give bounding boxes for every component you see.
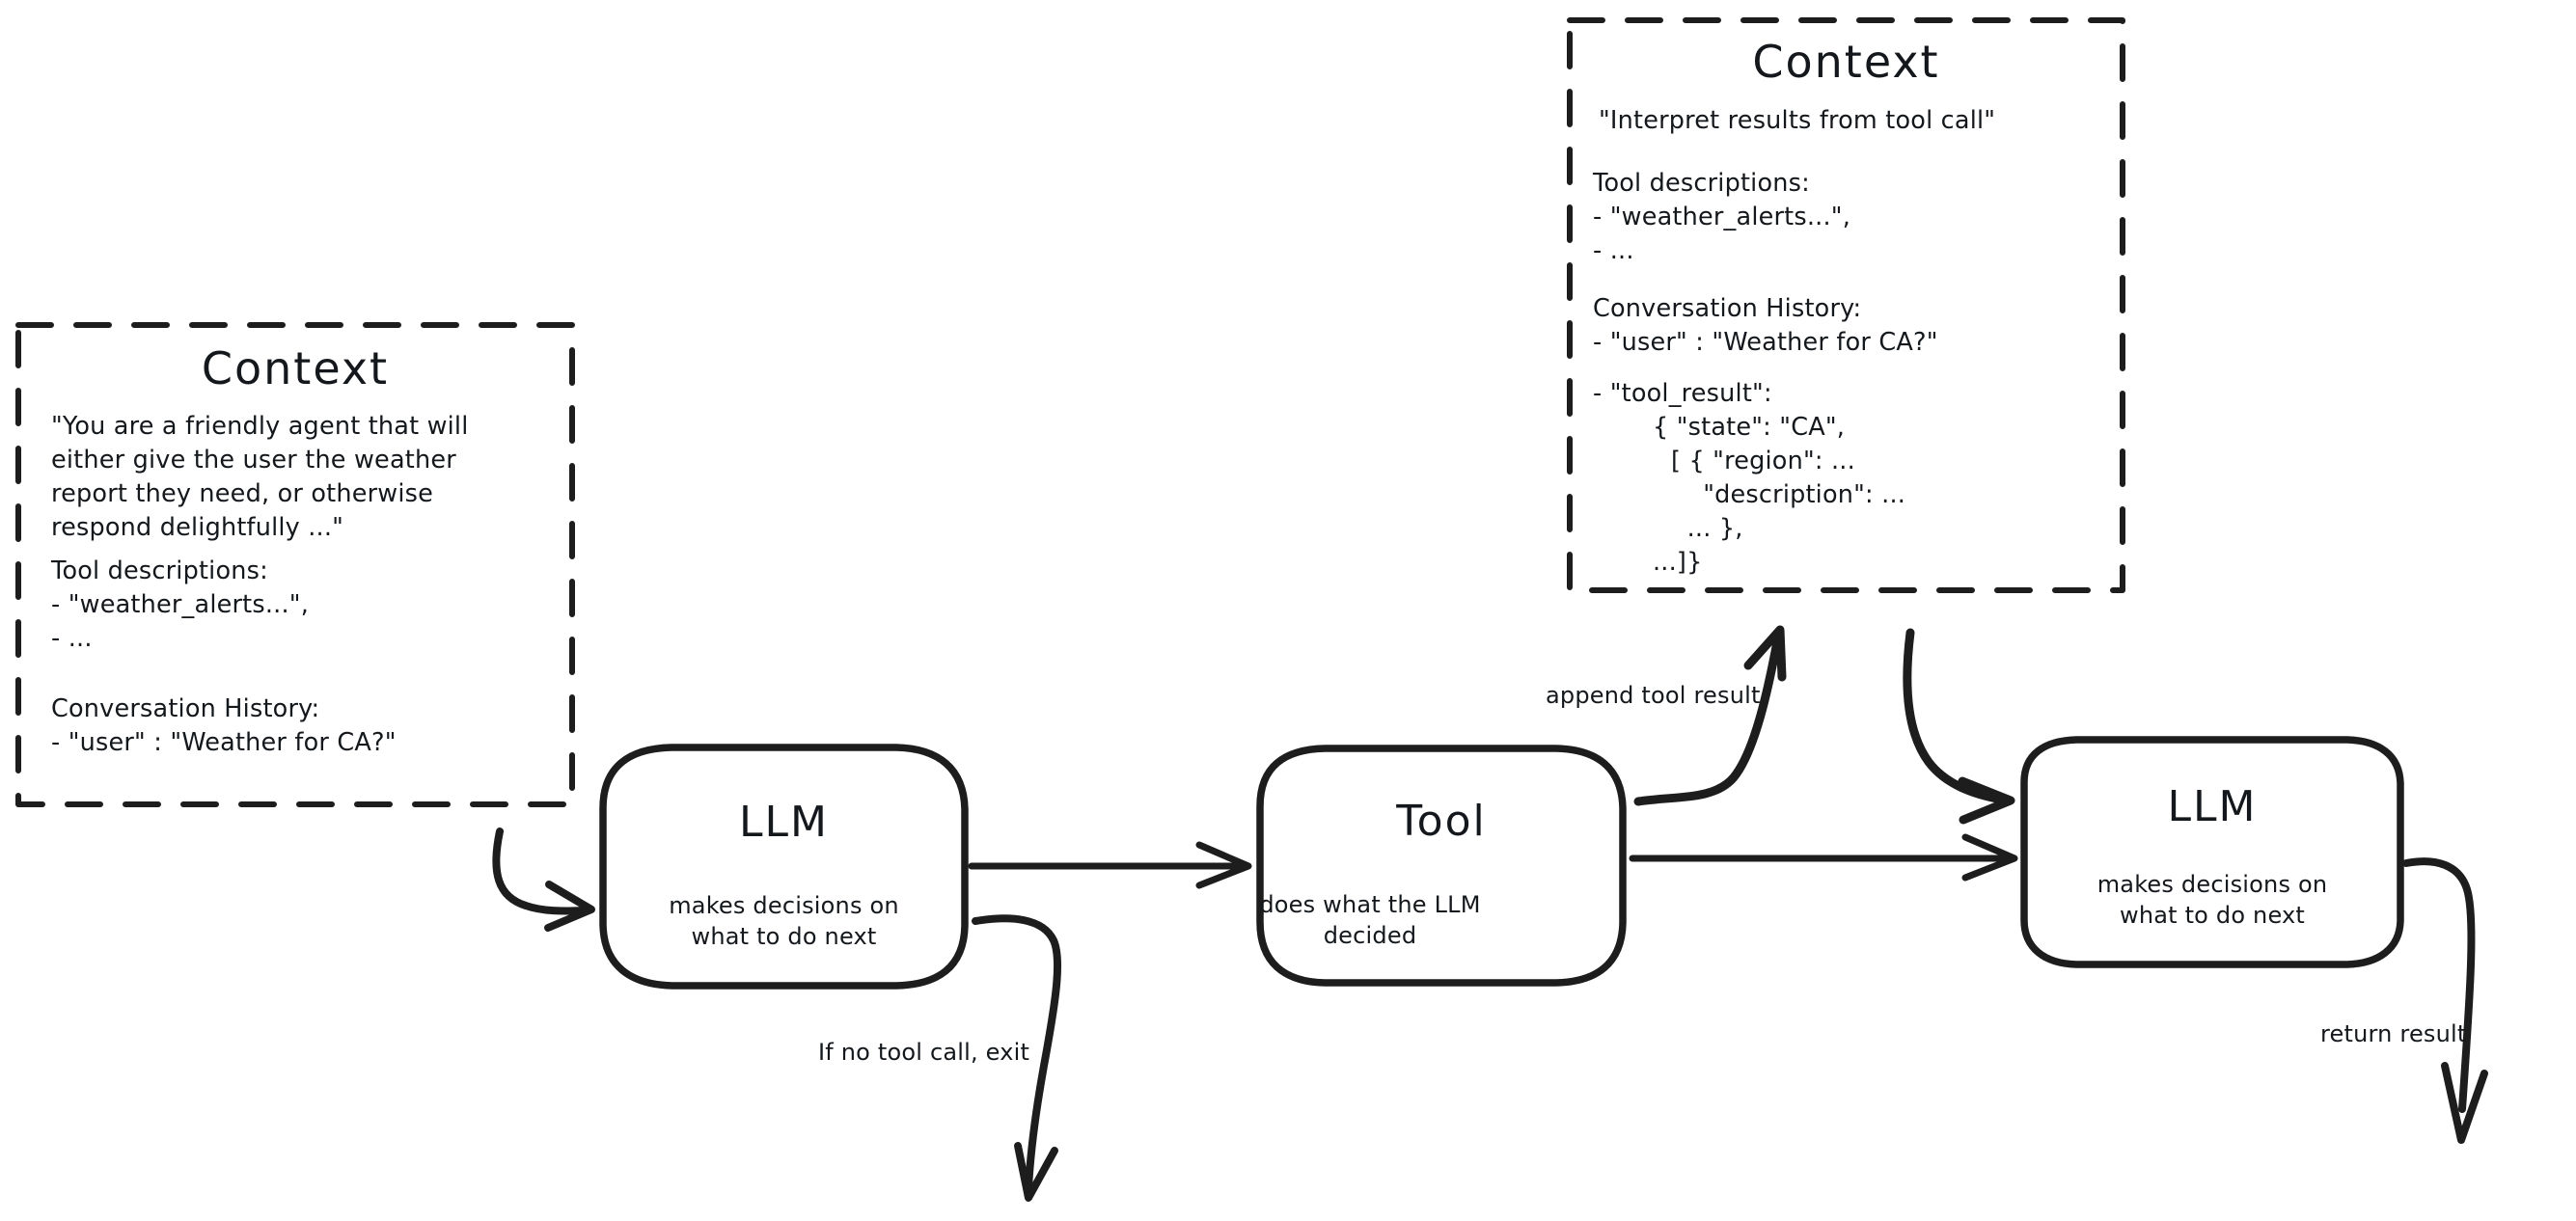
context-left-tool-item-1: - ... (51, 624, 93, 653)
edge-label-tool-to-context: append tool result (1546, 682, 1761, 709)
node-tool[interactable]: Tool does what the LLM decided (1259, 748, 1623, 983)
node-llm-2[interactable]: LLM makes decisions on what to do next (2024, 740, 2400, 964)
context-right-tool-result-line-1: [ { "region": ... (1671, 447, 1855, 475)
context-left-history-item-0: - "user" : "Weather for CA?" (51, 728, 397, 757)
context-right-tool-item-0: - "weather_alerts...", (1593, 203, 1851, 231)
context-right-title: Context (1752, 36, 1940, 88)
context-right-tool-result-header: - "tool_result": (1593, 379, 1772, 408)
context-left-tools-header: Tool descriptions: (51, 556, 268, 585)
node-llm-1[interactable]: LLM makes decisions on what to do next (603, 747, 965, 986)
context-box-left: Context "You are a friendly agent that w… (18, 325, 572, 804)
edge-label-llm2-return: return result (2320, 1020, 2467, 1047)
node-llm-2-title: LLM (2167, 782, 2258, 831)
context-left-title: Context (201, 342, 390, 394)
edge-context-to-llm2 (1903, 628, 2015, 825)
context-right-tool-result-line-4: ...]} (1653, 548, 1703, 577)
context-right-tool-result-line-2: "description": ... (1671, 480, 1906, 509)
edge-tool-to-llm2 (1629, 833, 2018, 882)
node-tool-title: Tool (1396, 797, 1487, 846)
node-llm-2-subtitle: makes decisions on what to do next (2096, 871, 2328, 929)
edge-llm2-return (2402, 857, 2488, 1144)
edge-tool-to-context (1633, 625, 1787, 806)
edge-label-llm1-exit: If no tool call, exit (818, 1039, 1030, 1066)
context-right-tool-result-line-3: ... }, (1671, 514, 1743, 543)
context-left-system-prompt: "You are a friendly agent that will eith… (51, 412, 469, 542)
edge-llm1-to-tool (968, 841, 1252, 889)
context-left-history-header: Conversation History: (51, 694, 320, 723)
context-right-history-header: Conversation History: (1593, 294, 1862, 323)
node-llm-1-title: LLM (739, 798, 829, 847)
context-right-tools-header: Tool descriptions: (1593, 169, 1810, 198)
node-tool-subtitle: does what the LLM decided (1259, 891, 1481, 949)
context-right-system-prompt: "Interpret results from tool call" (1599, 106, 1996, 135)
context-right-tool-result-line-0: { "state": "CA", (1653, 413, 1846, 442)
context-right-tool-item-1: - ... (1593, 236, 1634, 265)
node-llm-1-subtitle: makes decisions on what to do next (669, 892, 899, 950)
context-left-tool-item-0: - "weather_alerts...", (51, 590, 310, 619)
edge-context-to-llm1 (492, 828, 595, 932)
context-box-right: Context "Interpret results from tool cal… (1570, 20, 2123, 590)
context-right-history-item-0: - "user" : "Weather for CA?" (1593, 328, 1938, 357)
